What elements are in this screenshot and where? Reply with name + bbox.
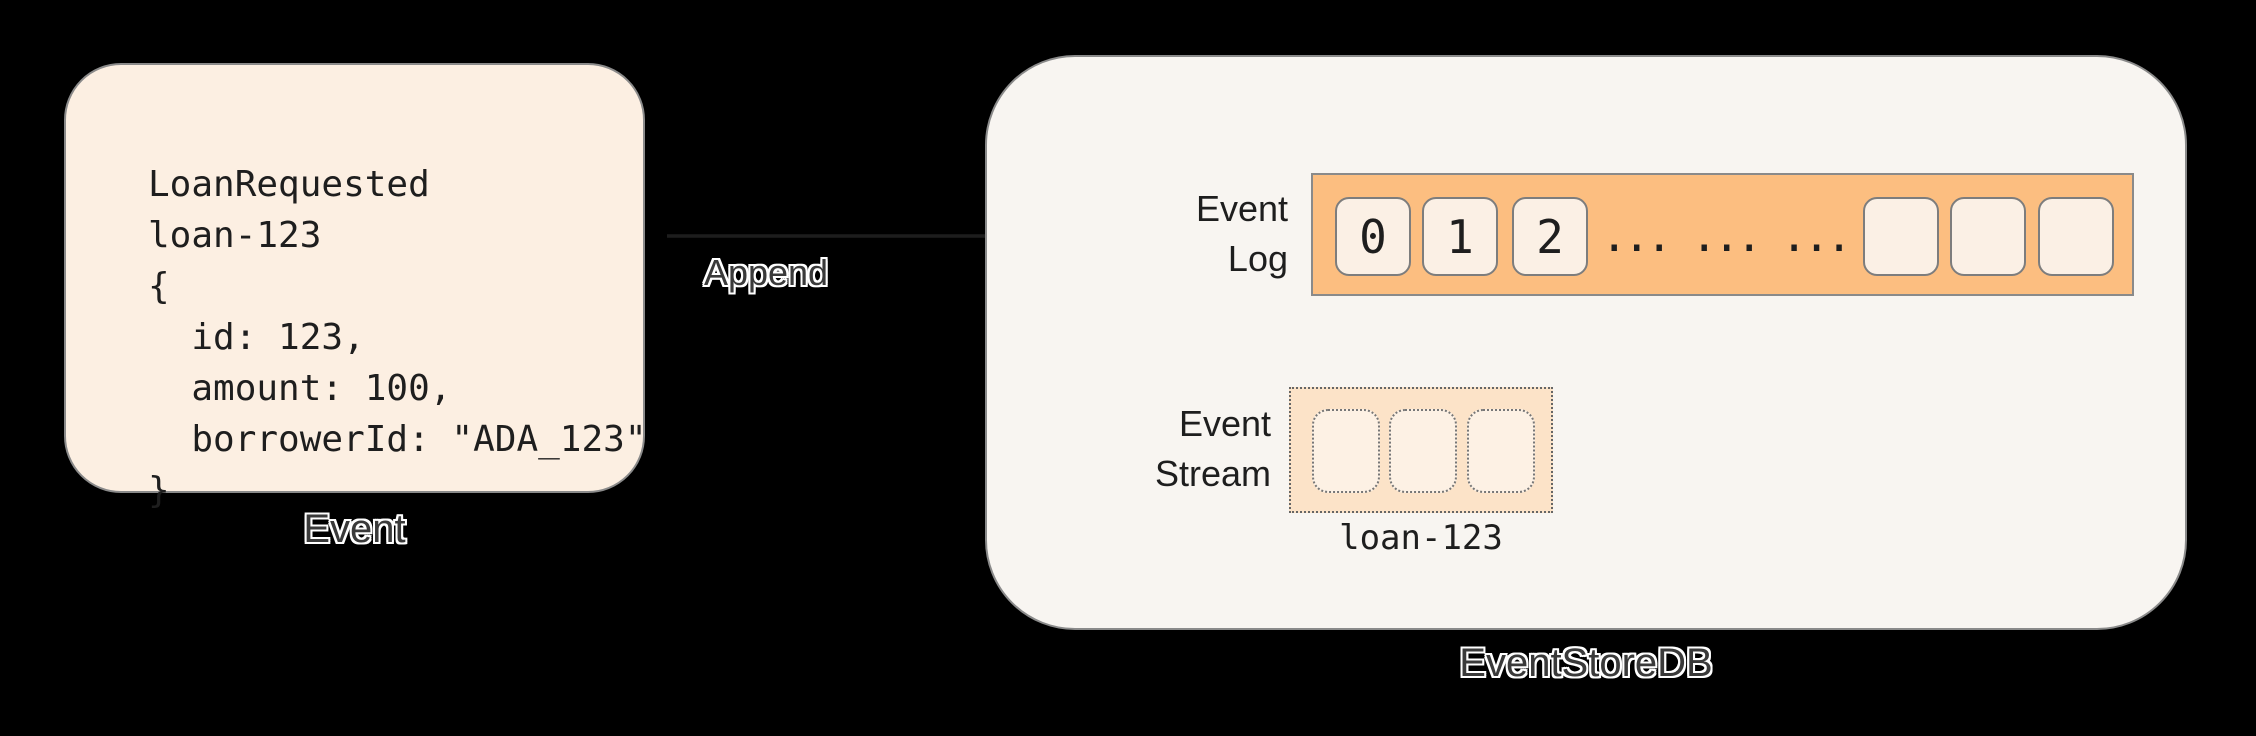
event-code: LoanRequested loan-123 { id: 123, amount… — [148, 164, 647, 511]
log-empty-cell — [2038, 197, 2114, 276]
event-log-bar: 0 1 2 ... ... ... — [1311, 173, 2134, 296]
event-log-label-line2: Log — [1227, 238, 1288, 279]
log-cell-1: 1 — [1422, 197, 1498, 276]
event-stream-box — [1289, 387, 1553, 513]
log-empty-cell — [1950, 197, 2026, 276]
event-stream-label: Event Stream — [1023, 399, 1271, 499]
stream-empty-cell — [1312, 409, 1380, 493]
append-label: Append — [703, 252, 829, 293]
eventstoredb-box — [985, 55, 2187, 630]
event-log-label: Event Log — [1040, 184, 1288, 284]
log-cell-0: 0 — [1335, 197, 1411, 276]
event-card: LoanRequested loan-123 { id: 123, amount… — [64, 63, 647, 511]
event-stream-label-line1: Event — [1178, 403, 1271, 444]
log-ellipsis: ... ... ... — [1601, 211, 1852, 262]
stream-empty-cell — [1389, 409, 1457, 493]
event-stream-label-line2: Stream — [1154, 453, 1271, 494]
eventstoredb-label: EventStoreDB — [1459, 641, 1713, 685]
log-empty-cell — [1863, 197, 1939, 276]
event-card-label: Event — [303, 507, 406, 551]
stream-empty-cell — [1467, 409, 1535, 493]
stream-name-label: loan-123 — [1339, 518, 1503, 558]
log-cell-2: 2 — [1512, 197, 1588, 276]
event-log-label-line1: Event — [1195, 188, 1288, 229]
